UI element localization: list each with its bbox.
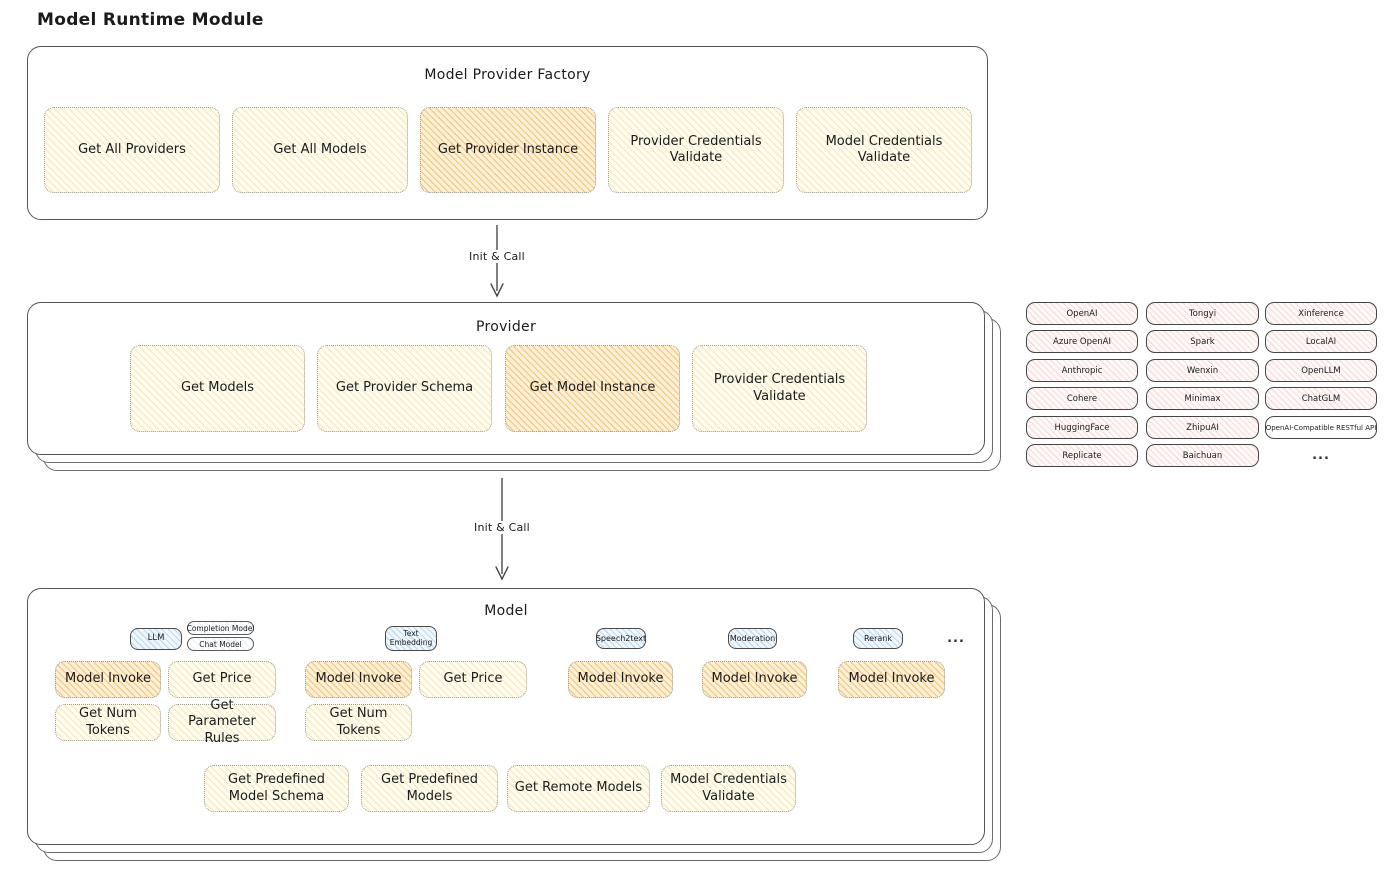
provider-pill-replicate: Replicate: [1026, 444, 1138, 467]
provider-pill-huggingface: HuggingFace: [1026, 416, 1138, 439]
model-func-model-credentials-validate: Model Credentials Validate: [661, 765, 796, 812]
provider-pill-openai-compatible-restful-api: OpenAI-Compatible RESTful API: [1265, 416, 1377, 439]
provider-func-provider-credentials-validate: Provider Credentials Validate: [692, 345, 867, 432]
provider-pill-zhipuai: ZhipuAI: [1146, 416, 1259, 439]
factory-func-model-credentials-validate: Model Credentials Validate: [796, 107, 972, 193]
provider-title: Provider: [475, 319, 537, 335]
model-func-llm-model-invoke: Model Invoke: [55, 661, 161, 698]
arrow-label-init-call-2: Init & Call: [463, 521, 541, 534]
model-func-llm-get-price: Get Price: [168, 661, 276, 698]
model-func-text-embedding-get-price: Get Price: [419, 661, 527, 698]
model-func-llm-get-parameter-rules: Get Parameter Rules: [168, 698, 276, 746]
tab-rerank: Rerank: [853, 628, 903, 649]
model-func-get-predefined-models: Get Predefined Models: [361, 765, 498, 812]
model-tabs-more-ellipsis: ...: [947, 631, 965, 646]
provider-pill-tongyi: Tongyi: [1146, 302, 1259, 325]
provider-pill-azure-openai: Azure OpenAI: [1026, 330, 1138, 353]
model-func-rerank-model-invoke: Model Invoke: [838, 661, 945, 698]
tab-speech2text: Speech2text: [596, 628, 646, 649]
factory-func-get-provider-instance: Get Provider Instance: [420, 107, 596, 193]
provider-func-get-provider-schema: Get Provider Schema: [317, 345, 492, 432]
factory-func-provider-credentials-validate: Provider Credentials Validate: [608, 107, 784, 193]
model-func-text-embedding-model-invoke: Model Invoke: [305, 661, 412, 698]
page-title: Model Runtime Module: [37, 10, 264, 30]
provider-pill-openai: OpenAI: [1026, 302, 1138, 325]
model-func-speech2text-model-invoke: Model Invoke: [568, 661, 673, 698]
model-func-text-embedding-get-num-tokens: Get Num Tokens: [305, 704, 412, 741]
model-func-llm-get-num-tokens: Get Num Tokens: [55, 704, 161, 741]
provider-pill-baichuan: Baichuan: [1146, 444, 1259, 467]
provider-pill-chatglm: ChatGLM: [1265, 387, 1377, 410]
provider-pill-minimax: Minimax: [1146, 387, 1259, 410]
model-func-get-predefined-model-schema: Get Predefined Model Schema: [204, 765, 349, 812]
factory-func-get-all-providers: Get All Providers: [44, 107, 220, 193]
provider-func-get-models: Get Models: [130, 345, 305, 432]
model-title: Model: [484, 603, 528, 619]
model-func-get-remote-models: Get Remote Models: [507, 765, 650, 812]
provider-pill-spark: Spark: [1146, 330, 1259, 353]
factory-func-get-all-models: Get All Models: [232, 107, 408, 193]
subtab-completion-model: Completion Model: [187, 621, 254, 635]
tab-moderation: Moderation: [728, 628, 777, 649]
subtab-chat-model: Chat Model: [187, 637, 254, 651]
model-func-moderation-model-invoke: Model Invoke: [702, 661, 807, 698]
tab-llm: LLM: [130, 628, 182, 650]
provider-func-get-model-instance: Get Model Instance: [505, 345, 680, 432]
factory-title: Model Provider Factory: [424, 67, 591, 83]
provider-pill-xinference: Xinference: [1265, 302, 1377, 325]
provider-pill-localai: LocalAI: [1265, 330, 1377, 353]
provider-pill-wenxin: Wenxin: [1146, 359, 1259, 382]
providers-more-ellipsis: ...: [1312, 448, 1330, 463]
provider-pill-anthropic: Anthropic: [1026, 359, 1138, 382]
provider-pill-openllm: OpenLLM: [1265, 359, 1377, 382]
arrow-label-init-call-1: Init & Call: [458, 250, 536, 263]
provider-pill-cohere: Cohere: [1026, 387, 1138, 410]
tab-text-embedding: Text Embedding: [385, 626, 437, 651]
